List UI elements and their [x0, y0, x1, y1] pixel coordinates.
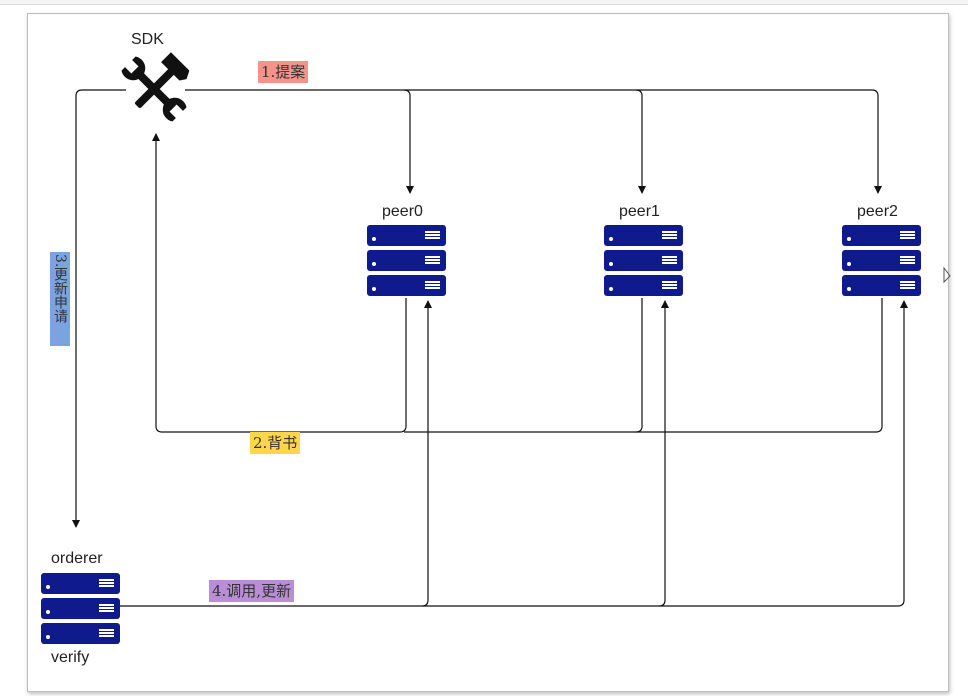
edge-endorse-peer1 — [404, 298, 643, 433]
orderer-server-icon — [41, 573, 120, 644]
edge-propose-peer0 — [185, 89, 414, 194]
top-edge — [0, 0, 968, 5]
edge-label-endorse: 2.背书 — [250, 432, 301, 454]
peer0-label: peer0 — [382, 203, 423, 220]
edge-endorse-peer2 — [636, 298, 883, 433]
edge-invoke-peer2 — [659, 300, 908, 607]
diagram-canvas — [27, 13, 949, 692]
edge-invoke-peer1 — [422, 300, 669, 607]
verify-label: verify — [51, 649, 90, 666]
peer0-server-icon — [367, 225, 446, 296]
edge-propose-peer2 — [636, 89, 882, 194]
edge-label-propose: 1.提案 — [258, 61, 309, 83]
peer1-label: peer1 — [619, 203, 660, 220]
cursor-mark-icon — [943, 266, 951, 284]
edge-propose-peer1 — [404, 89, 646, 194]
orderer-label: orderer — [51, 550, 103, 567]
peer1-server-icon — [604, 225, 683, 296]
edge-label-invoke-update: 4.调用,更新 — [209, 580, 295, 602]
edge-label-update-request: 3.更新申请 — [50, 252, 70, 346]
edge-update-request — [72, 89, 126, 528]
peer2-server-icon — [842, 225, 921, 296]
sdk-label: SDK — [131, 31, 164, 48]
tools-icon — [121, 52, 190, 122]
peer2-label: peer2 — [857, 203, 898, 220]
